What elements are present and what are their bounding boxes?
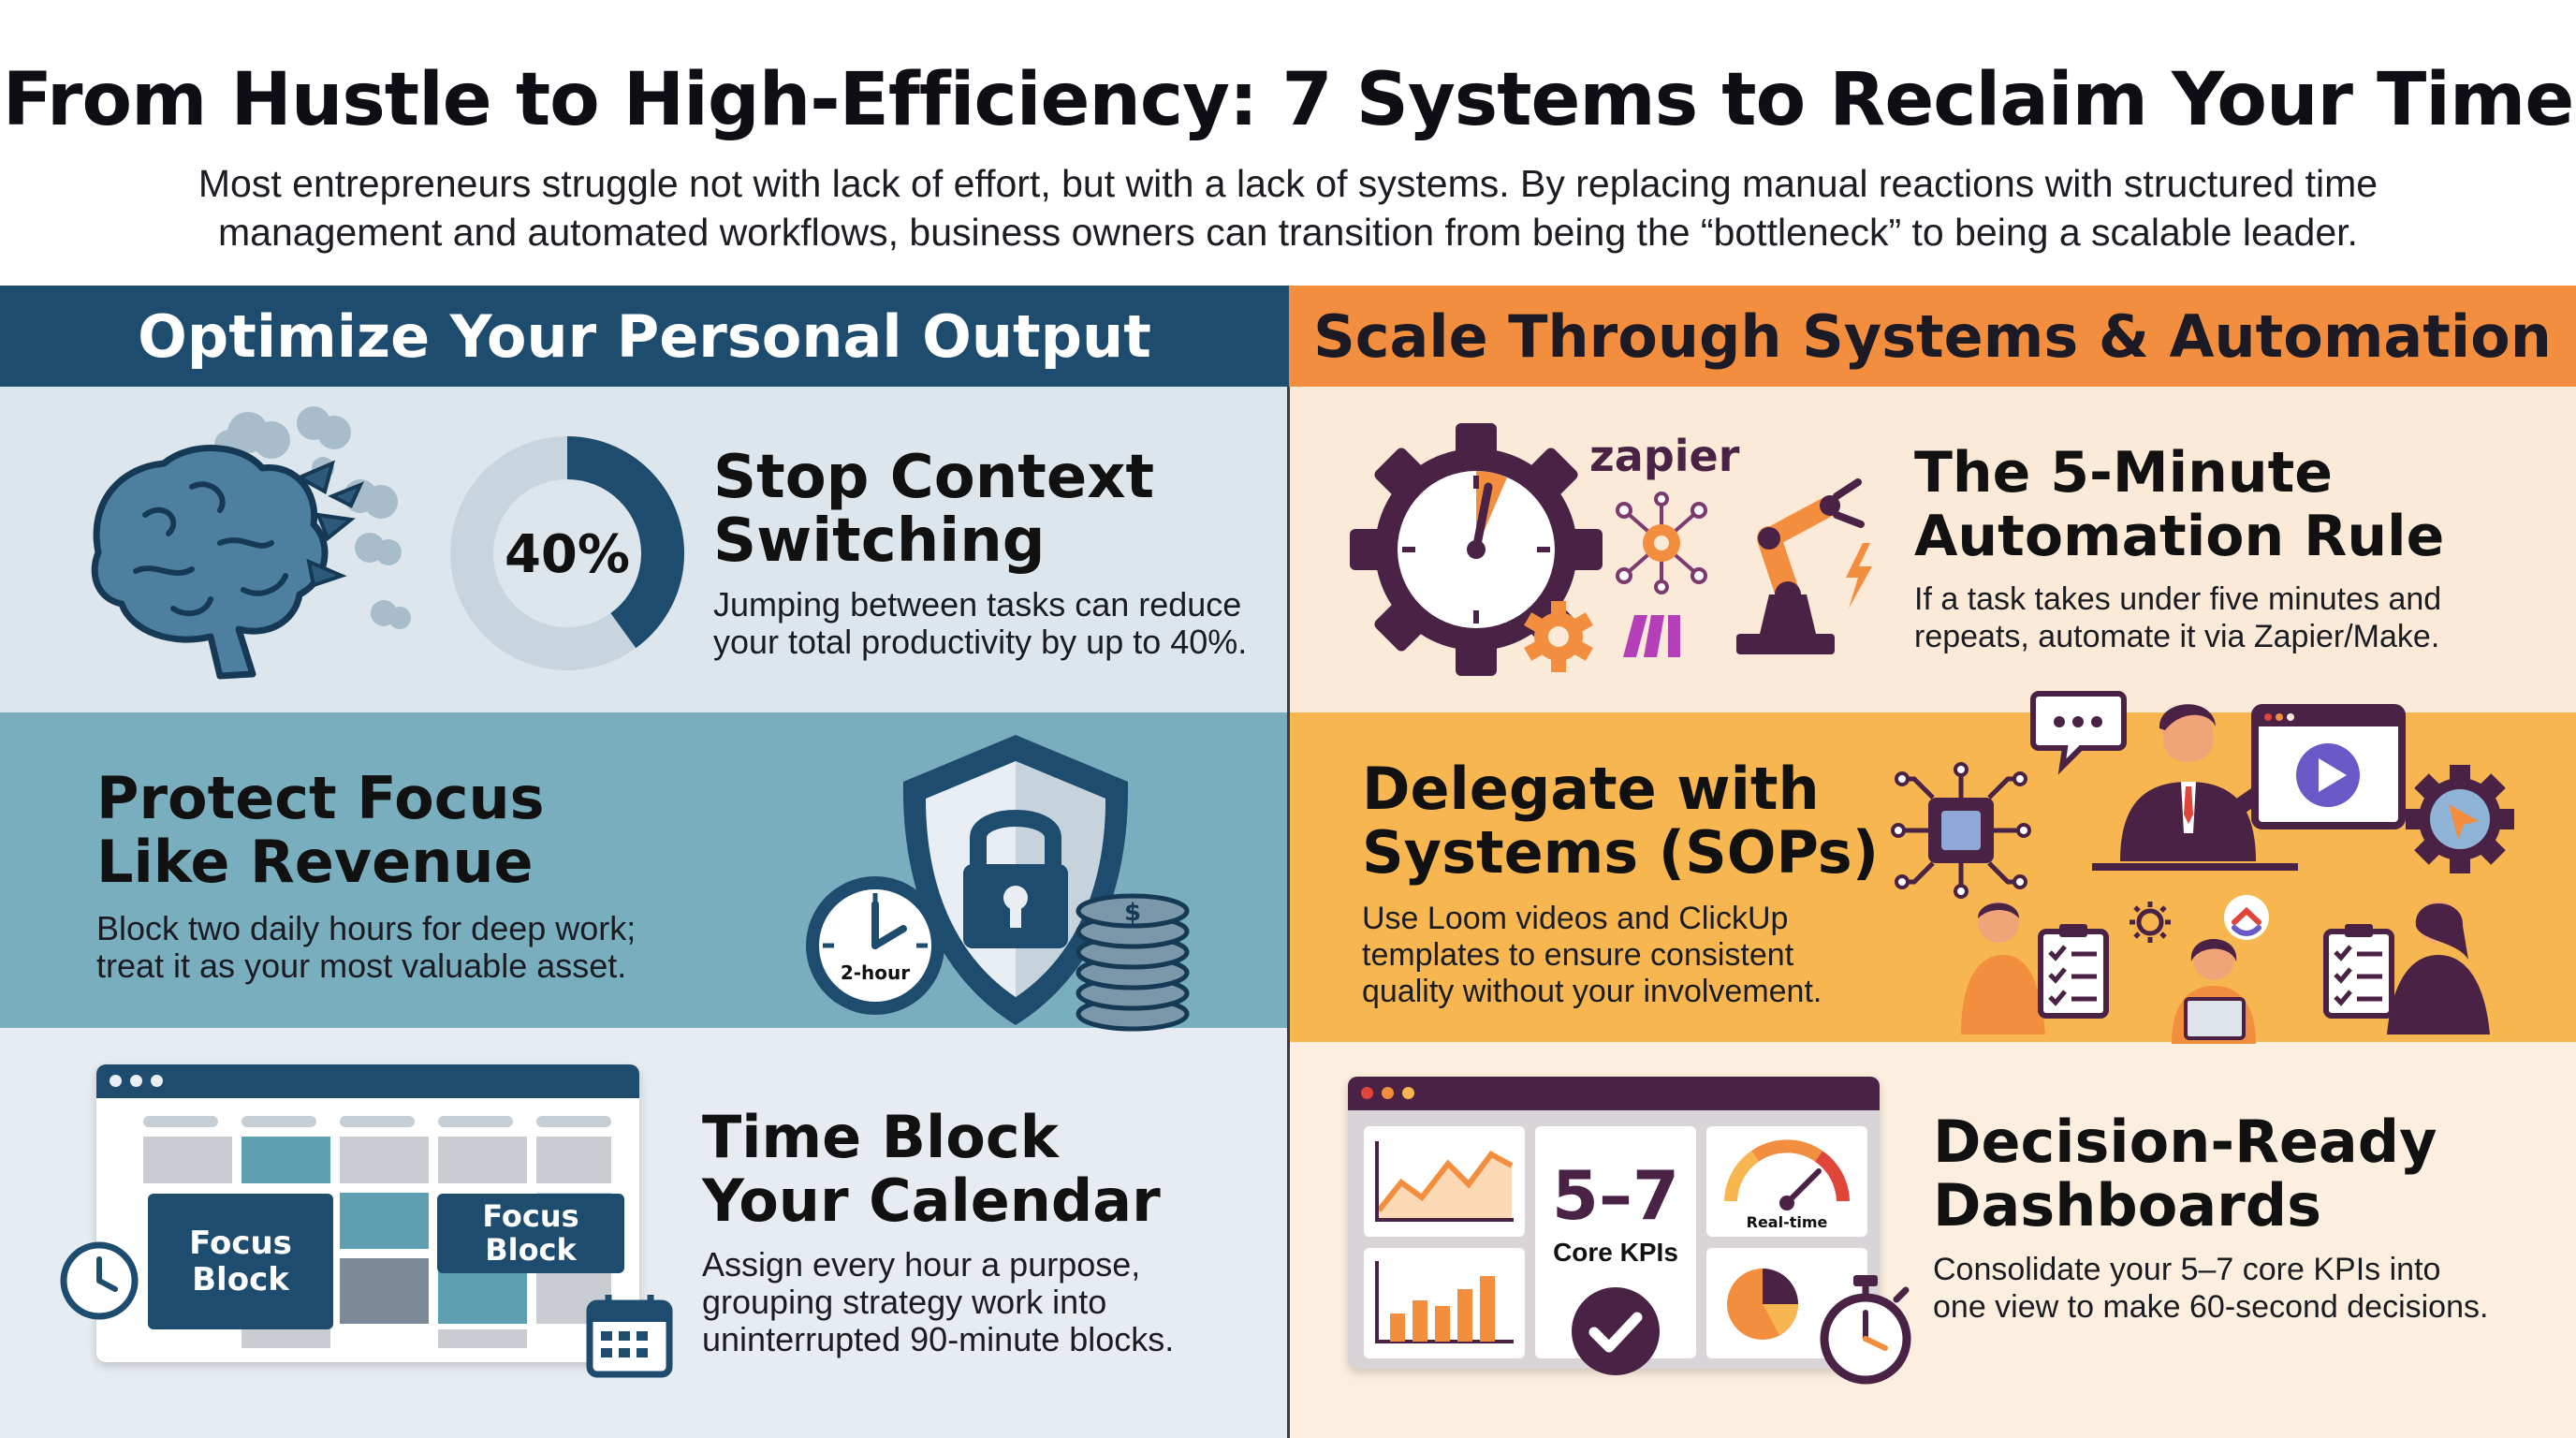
worker-middle — [2172, 939, 2256, 1044]
focus-block-1-line2: Block — [192, 1260, 289, 1299]
sun-gear-icon — [2130, 902, 2171, 943]
dashboard-titlebar — [1348, 1077, 1880, 1110]
bar-chart-icon — [1364, 1248, 1525, 1358]
stop-context-desc-line2: your total productivity by up to 40%. — [713, 623, 1248, 661]
stopwatch-icon — [1820, 1275, 1911, 1385]
svg-text:$: $ — [1124, 899, 1141, 927]
donut-stat-label: 40% — [505, 524, 630, 585]
calendar-icon — [586, 1295, 673, 1378]
clock-label: 2-hour — [841, 961, 910, 984]
chat-bubble-icon — [2030, 691, 2127, 775]
coin-stack-icon: $ — [1076, 893, 1190, 1032]
time-block-desc-line1: Assign every hour a purpose, — [702, 1245, 1141, 1284]
time-block-title-line1: Time Block — [702, 1103, 1059, 1171]
brain-icon — [91, 406, 411, 680]
focus-block-2-line1: Focus — [482, 1197, 579, 1234]
shield-lock-icon — [902, 735, 1129, 1025]
protect-focus-title-line2: Like Revenue — [96, 828, 534, 896]
page-title: From Hustle to High-Efficiency: 7 System… — [2, 58, 2574, 142]
dashboards-desc-line1: Consolidate your 5–7 core KPIs into — [1933, 1252, 2441, 1287]
video-screen-icon — [2251, 704, 2406, 829]
automation-rule-desc-line2: repeats, automate it via Zapier/Make. — [1914, 619, 2440, 654]
delegate-desc-line3: quality without your involvement. — [1362, 974, 1822, 1009]
focus-block-2: Focus Block — [437, 1194, 624, 1273]
chip-icon — [1891, 762, 2031, 899]
delegate-desc-line2: templates to ensure consistent — [1362, 937, 1794, 973]
page-subtitle: Most entrepreneurs struggle not with lac… — [198, 162, 2378, 254]
delegate-desc-line1: Use Loom videos and ClickUp — [1362, 901, 1789, 936]
worker-right — [2323, 902, 2490, 1034]
protect-focus-desc-line2: treat it as your most valuable asset. — [96, 946, 627, 985]
focus-block-2-line2: Block — [485, 1231, 577, 1268]
make-logo-icon — [1623, 615, 1680, 657]
gear-clock-icon — [1350, 423, 1603, 676]
automation-rule-title-line2: Automation Rule — [1914, 504, 2445, 569]
automation-rule-desc-line1: If a task takes under five minutes and — [1914, 581, 2442, 617]
stop-context-desc-line1: Jumping between tasks can reduce — [713, 585, 1242, 624]
clock-icon: 2-hour — [806, 876, 944, 1015]
focus-block-1: Focus Block — [148, 1194, 333, 1329]
stop-context-title-line2: Switching — [713, 506, 1046, 576]
delegate-title-line1: Delegate with — [1362, 755, 1820, 823]
zapier-logo: zapier — [1589, 431, 1740, 481]
column-divider — [1287, 387, 1290, 1438]
stop-context-title-line1: Stop Context — [713, 443, 1155, 512]
time-block-desc-line3: uninterrupted 90-minute blocks. — [702, 1320, 1175, 1358]
time-block-desc-line2: grouping strategy work into — [702, 1283, 1107, 1321]
left-column-header: Optimize Your Personal Output — [0, 286, 1289, 387]
team-checklist-icon — [1961, 895, 2490, 1044]
focus-block-1-line1: Focus — [189, 1225, 292, 1263]
protect-focus-title-line1: Protect Focus — [96, 764, 545, 832]
clickup-logo-icon — [2224, 895, 2269, 940]
gear-icon — [1524, 601, 1593, 672]
robot-arm-icon — [1736, 478, 1872, 654]
dashboards-title-line1: Decision-Ready — [1933, 1108, 2437, 1176]
network-gear-icon — [1616, 492, 1707, 594]
worker-left — [1961, 902, 2109, 1034]
donut-chart: 40% — [450, 436, 684, 670]
gauge-icon: Real-time — [1706, 1126, 1867, 1237]
kpi-label: Core KPIs — [1553, 1238, 1678, 1267]
kpi-count: 5–7 — [1551, 1156, 1680, 1235]
gear-icon — [2406, 765, 2514, 873]
check-icon — [1572, 1287, 1660, 1375]
dashboards-title-line2: Dashboards — [1933, 1171, 2322, 1240]
dashboards-desc-line2: one view to make 60-second decisions. — [1933, 1289, 2489, 1325]
line-chart-icon — [1364, 1126, 1525, 1237]
time-block-title-line2: Your Calendar — [702, 1167, 1161, 1235]
calendar-titlebar — [96, 1064, 639, 1098]
right-column-header: Scale Through Systems & Automation — [1289, 286, 2576, 387]
clock-icon — [60, 1241, 139, 1320]
delegate-title-line2: Systems (SOPs) — [1362, 818, 1880, 887]
protect-focus-desc-line1: Block two daily hours for deep work; — [96, 909, 637, 947]
gauge-label: Real-time — [1747, 1213, 1828, 1231]
automation-rule-title-line1: The 5-Minute — [1914, 440, 2333, 506]
